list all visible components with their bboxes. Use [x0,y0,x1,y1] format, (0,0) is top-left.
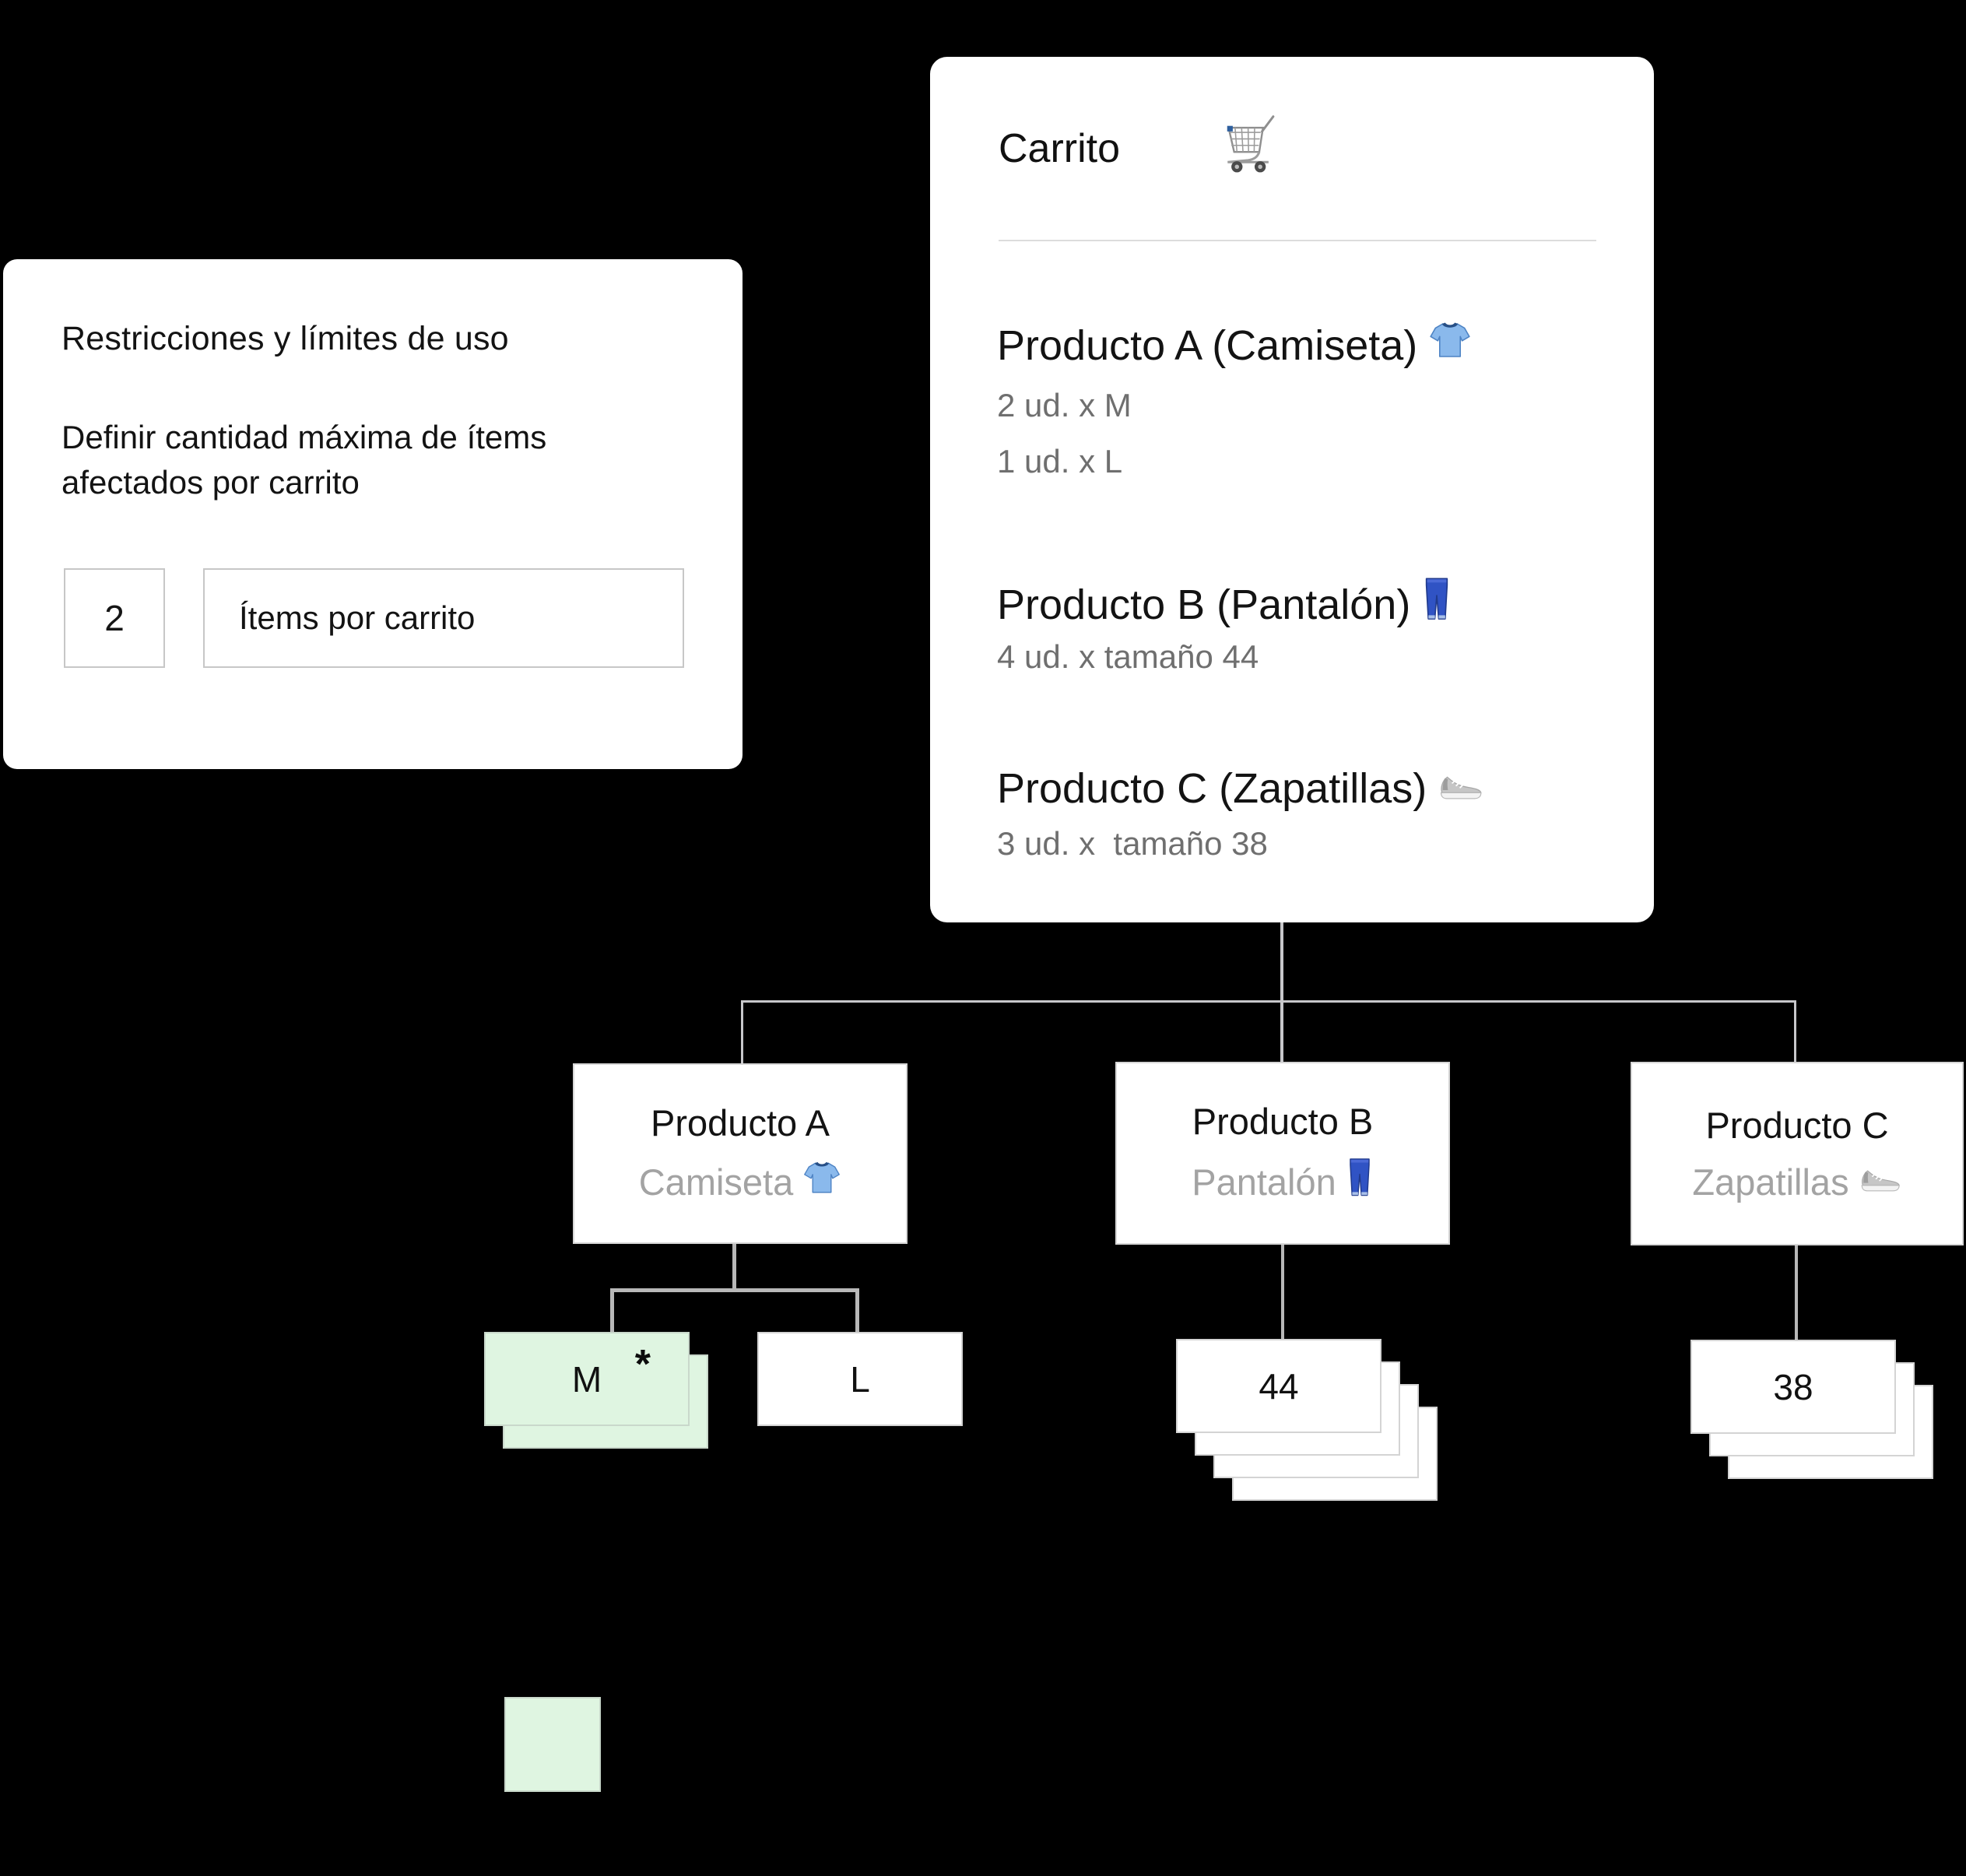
cart-item-b-line-1: 4 ud. x tamaño 44 [997,638,1259,675]
cart-title: Carrito [999,126,1121,171]
sneaker-icon [1859,1161,1902,1203]
restrictions-description: Definir cantidad máxima de ítems afectad… [61,415,546,505]
cart-item-b: Producto B (Pantalón) [997,576,1452,633]
restrictions-description-line-1: Definir cantidad máxima de ítems [61,419,547,455]
variant-m-node: M * [484,1332,708,1449]
variant-m-label: M [484,1332,690,1426]
connector-drop-product-a [741,1000,743,1064]
tshirt-icon [802,1158,841,1206]
product-c-node: Producto C Zapatillas [1631,1062,1964,1245]
variant-l-node: L [757,1332,963,1426]
tshirt-icon [1428,318,1472,372]
connector-drop-variant-m [610,1288,614,1333]
cart-item-c-title: Producto C (Zapatillas) [997,765,1427,812]
cart-item-a-title: Producto A (Camiseta) [997,321,1418,369]
restrictions-title: Restricciones y límites de uso [61,320,509,357]
cart-item-b-title: Producto B (Pantalón) [997,581,1411,628]
product-c-subtitle: Zapatillas [1692,1161,1901,1203]
cart-divider [999,240,1596,241]
cart-item-a-line-1: 2 ud. x M [997,387,1132,423]
connector-product-a-stem [732,1244,736,1288]
connector-top-horizontal [741,1000,1796,1003]
jeans-icon [1346,1157,1374,1207]
restrictions-description-line-2: afectados por carrito [61,463,360,501]
cart-item-a: Producto A (Camiseta) [997,318,1472,372]
variant-l-label: L [757,1332,963,1426]
cart-icon [1216,108,1283,175]
product-c-subtitle-text: Zapatillas [1692,1161,1849,1203]
connector-cart-stem [1280,922,1283,1001]
connector-drop-variant-44 [1281,1245,1284,1340]
product-b-node: Producto B Pantalón [1115,1062,1450,1245]
variant-38-label: 38 [1690,1340,1896,1434]
highlight-legend-swatch [504,1697,601,1792]
variant-44-node: 44 [1176,1339,1438,1501]
connector-drop-product-c [1794,1000,1796,1063]
cart-item-c-line-1: 3 ud. x tamaño 38 [997,825,1268,862]
product-b-name: Producto B [1192,1100,1374,1142]
restrictions-card: Restricciones y límites de uso Definir c… [3,259,743,769]
product-a-name: Producto A [651,1102,830,1144]
variant-38-node: 38 [1690,1340,1933,1479]
variant-44-label: 44 [1176,1339,1381,1433]
sneaker-icon [1438,764,1484,813]
items-limit-value-input[interactable]: 2 [64,568,165,668]
product-a-node: Producto A Camiseta [573,1063,908,1244]
product-a-subtitle: Camiseta [639,1158,842,1206]
product-c-name: Producto C [1705,1105,1889,1146]
product-b-subtitle-text: Pantalón [1192,1161,1336,1203]
variant-m-marker: * [634,1342,651,1387]
product-a-subtitle-text: Camiseta [638,1161,794,1203]
jeans-icon [1421,576,1452,633]
connector-drop-variant-38 [1795,1245,1798,1340]
connector-drop-variant-l [855,1288,859,1333]
cart-item-c: Producto C (Zapatillas) [997,764,1484,813]
cart-item-a-line-2: 1 ud. x L [997,443,1123,480]
connector-sub-horizontal [610,1288,859,1292]
items-limit-label-field[interactable]: Ítems por carrito [203,568,684,668]
cart-card: Carrito Producto A (Camiseta) 2 ud. x M … [930,57,1654,922]
product-b-subtitle: Pantalón [1192,1157,1374,1207]
connector-drop-product-b [1280,1000,1283,1063]
